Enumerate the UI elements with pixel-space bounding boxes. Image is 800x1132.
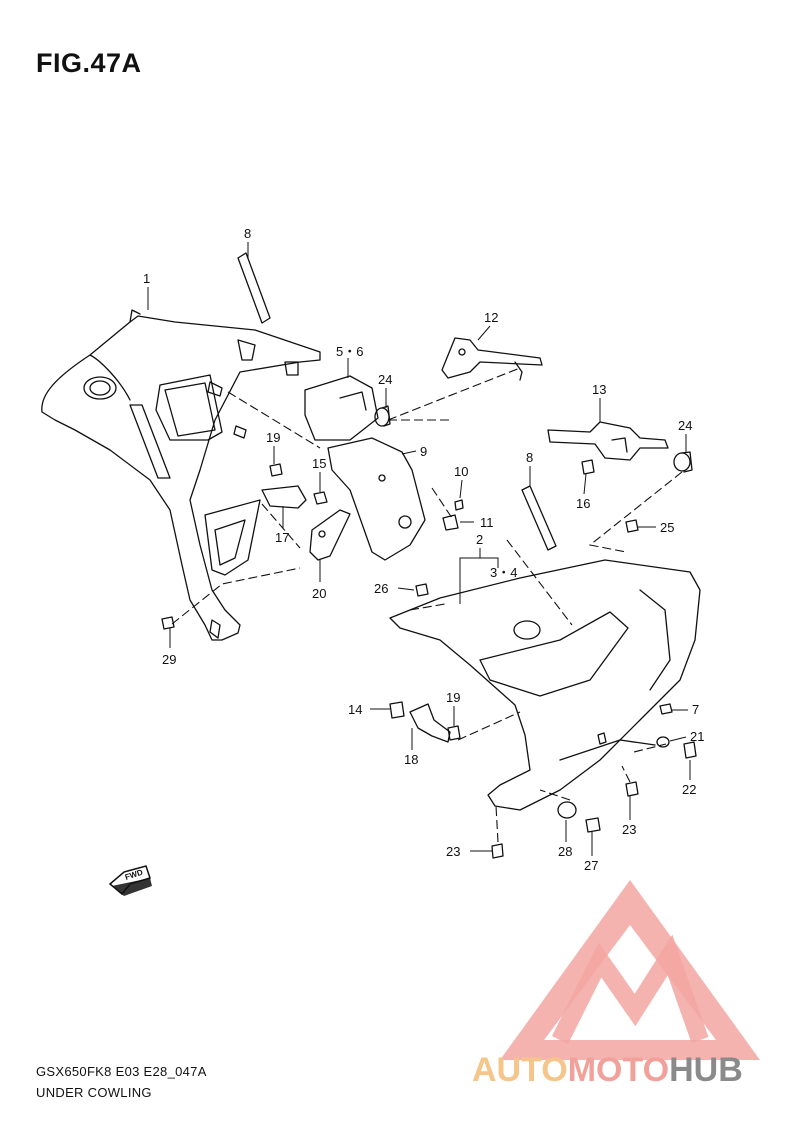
part-25-screw: [625, 519, 639, 533]
watermark-triangle: [500, 880, 760, 1060]
watermark-auto: AUTO: [472, 1051, 568, 1089]
section-name: UNDER COWLING: [36, 1085, 152, 1100]
callout-22: 22: [682, 782, 696, 797]
callout-24: 24: [378, 372, 392, 387]
part-2-right-under-cowling: [389, 559, 701, 811]
svg-text:AUTOMOTOHUB: AUTOMOTOHUB: [472, 1051, 743, 1089]
part-10-screw: [454, 499, 464, 511]
callout-26: 26: [374, 581, 388, 596]
part-15-screw: [313, 491, 328, 505]
watermark-moto: MOTO: [568, 1051, 669, 1089]
watermark-m-stroke: [551, 934, 709, 1045]
callout-14: 14: [348, 702, 362, 717]
callout-27: 27: [584, 858, 598, 873]
part-9-inner-panel: [327, 437, 426, 561]
callout-21: 21: [690, 729, 704, 744]
part-8-lower-strip: [521, 485, 557, 551]
part-18-bracket: [409, 703, 451, 743]
callout-8: 8: [526, 450, 533, 465]
callout-5-6: 5・6: [336, 344, 363, 359]
callout-24: 24: [678, 418, 692, 433]
leader-lines: [147, 242, 691, 856]
part-22-screw: [683, 741, 697, 759]
watermark-hub: HUB: [669, 1051, 743, 1089]
part-23-bottom-screw: [491, 843, 504, 859]
watermark-logo: [500, 880, 760, 1060]
part-26-screw: [415, 583, 429, 597]
callout-9: 9: [420, 444, 427, 459]
callout-11: 11: [480, 515, 494, 530]
callout-15: 15: [312, 456, 326, 471]
callout-19: 19: [266, 430, 280, 445]
part-21-clip: [656, 736, 670, 748]
part-24-right-grommet: [673, 451, 693, 473]
part-8-upper-strip: [237, 252, 271, 324]
callout-29: 29: [162, 652, 176, 667]
callout-23: 23: [446, 844, 460, 859]
watermark-wordmark: AUTOMOTOHUB: [472, 1051, 743, 1089]
callout-17: 17: [275, 530, 289, 545]
part-17-bracket: [261, 485, 307, 509]
part-24-upper-grommet: [374, 405, 391, 427]
part-29-screw: [161, 616, 175, 630]
callout-16: 16: [576, 496, 590, 511]
callout-8: 8: [244, 226, 251, 241]
callout-18: 18: [404, 752, 418, 767]
callout-20: 20: [312, 586, 326, 601]
figure-title: FIG.47A: [36, 48, 142, 78]
callout-12: 12: [484, 310, 498, 325]
callout-labels: 1 8 5・6 12 24 13 24 19 15 9 10 8 16 17 1…: [143, 226, 704, 873]
callout-19: 19: [446, 690, 460, 705]
part-5-6-bracket: [304, 375, 379, 441]
callout-13: 13: [592, 382, 606, 397]
part-7-clip: [659, 703, 673, 715]
part-28-grommet: [557, 801, 577, 819]
part-13-bracket: [547, 421, 669, 461]
callout-28: 28: [558, 844, 572, 859]
callout-25: 25: [660, 520, 674, 535]
part-16-screw: [581, 459, 595, 475]
part-19-lower-screw: [447, 725, 461, 741]
part-20-stay: [309, 509, 351, 561]
part-14-clip: [389, 701, 405, 719]
forward-direction-arrow: FWD: [108, 865, 152, 896]
assembly-lines: [171, 367, 683, 843]
model-code: GSX650FK8 E03 E28_047A: [36, 1064, 207, 1079]
part-11-clip: [442, 514, 459, 531]
callout-1: 1: [143, 271, 150, 286]
callout-7: 7: [692, 702, 699, 717]
callout-10: 10: [454, 464, 468, 479]
part-27-screw: [585, 817, 601, 833]
part-1-left-under-cowling: [41, 309, 321, 641]
callout-23: 23: [622, 822, 636, 837]
callout-2: 2: [476, 532, 483, 547]
part-12-bracket: [441, 337, 543, 381]
part-23-right-screw: [625, 781, 639, 797]
callout-3-4: 3・4: [490, 565, 517, 580]
part-19-upper-screw: [269, 463, 283, 477]
